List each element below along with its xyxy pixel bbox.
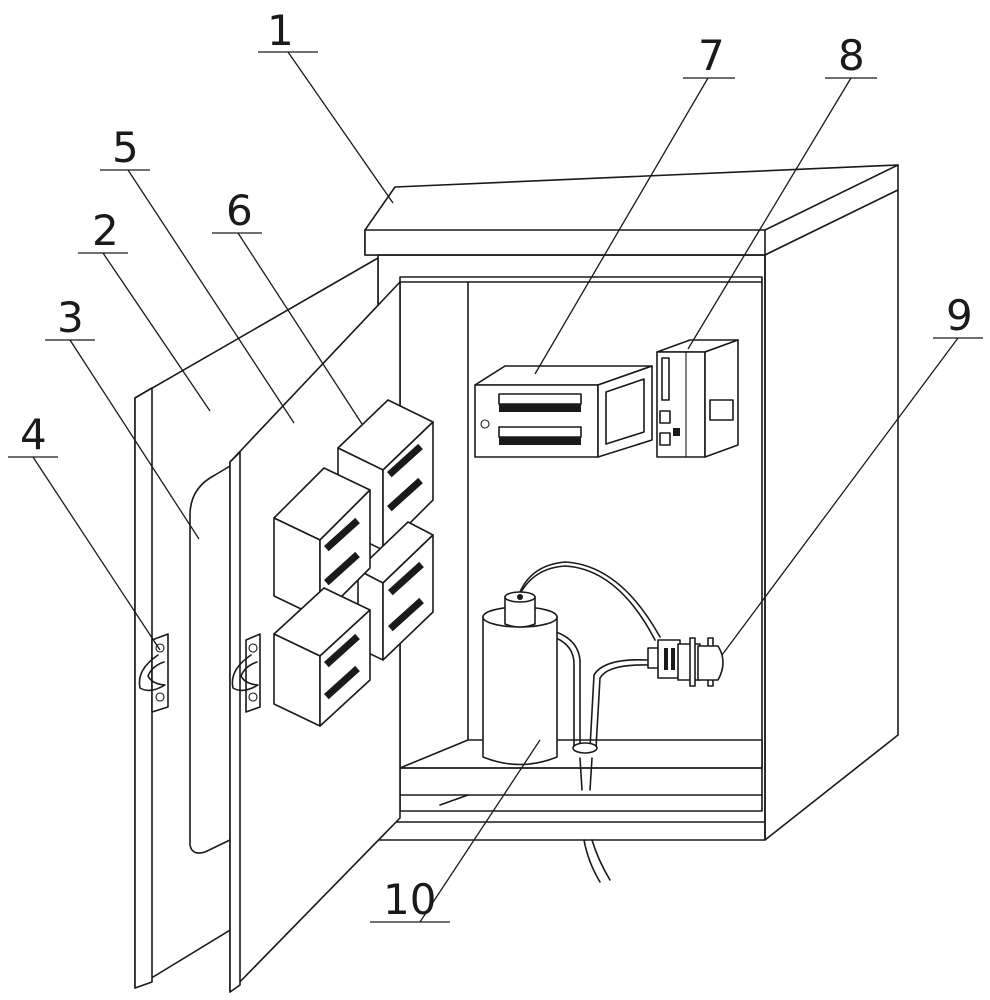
right-side-panel [764, 189, 899, 841]
callout-8: 8 [838, 31, 865, 80]
terminal-module-top-left [273, 467, 371, 619]
inner-door-handle[interactable] [231, 633, 261, 713]
cables [519, 561, 661, 883]
roof-front [364, 229, 766, 256]
callout-1: 1 [267, 6, 294, 55]
door-gasket [189, 377, 379, 854]
outer-door-edge [134, 387, 153, 989]
network-port-1[interactable] [659, 410, 671, 424]
callout-10: 10 [383, 875, 436, 924]
controller-knob[interactable] [480, 419, 490, 429]
terminal-module-bottom-left [273, 587, 371, 727]
inner-door [229, 281, 434, 993]
callout-5: 5 [112, 123, 139, 172]
cable-gland [572, 742, 598, 754]
callout-3: 3 [57, 293, 84, 342]
controller-unit [474, 365, 653, 458]
callout-9: 9 [946, 291, 973, 340]
inner-door-edge [229, 451, 241, 993]
terminal-module-top-right [337, 399, 434, 551]
callout-4: 4 [20, 410, 47, 459]
cable-connector [647, 637, 724, 687]
controller-screen [605, 378, 645, 445]
callout-2: 2 [92, 206, 119, 255]
callout-6: 6 [226, 186, 253, 235]
terminal-module-mid-right [357, 521, 434, 661]
outer-door-handle[interactable] [138, 633, 169, 713]
callouts: 1 5 6 2 3 4 7 8 9 10 [8, 6, 983, 924]
cabinet-body [364, 164, 899, 841]
callout-7: 7 [698, 31, 725, 80]
communication-module [656, 339, 739, 458]
sensor-cylinder [482, 591, 558, 766]
network-port-2[interactable] [659, 432, 671, 446]
